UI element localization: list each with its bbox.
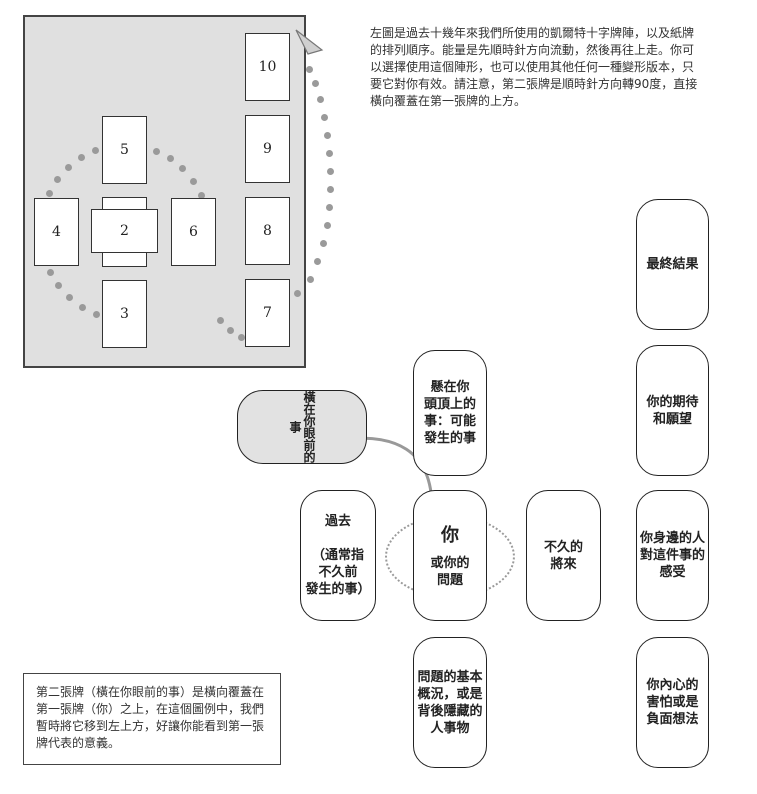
mini-card-6: 6 (171, 198, 216, 266)
flow-dot (323, 131, 331, 139)
card-below-line: 背後隱藏的 (417, 703, 483, 719)
celtic-cross-diagram: 4 5 2 6 3 10 9 8 7 (23, 15, 334, 368)
card-past-line: （通常指 (311, 548, 364, 563)
card-environment-line: 感受 (659, 565, 686, 580)
card-near-future: 不久的 將來 (526, 490, 601, 621)
flow-dot (237, 333, 245, 341)
mini-card-10: 10 (245, 33, 290, 101)
flow-dot (319, 239, 327, 247)
card-above: 懸在你 頭頂上的 事：可能 發生的事 (413, 350, 487, 476)
mini-card-9: 9 (245, 115, 290, 183)
flow-dot (46, 268, 54, 276)
card-you-line: 或你的 (430, 555, 470, 571)
mini-card-5: 5 (102, 116, 147, 184)
flow-dot (54, 175, 62, 183)
card-you: 你 或你的 問題 (413, 490, 487, 621)
flow-dot (66, 294, 74, 302)
flow-dot (305, 65, 313, 73)
flow-dot (293, 289, 301, 297)
card-near-future-line: 將來 (550, 556, 577, 572)
mini-card-7: 7 (245, 279, 290, 347)
flow-dot (91, 146, 99, 154)
card-below-line: 問題的基本 (417, 669, 483, 685)
flow-dot (197, 191, 205, 199)
card-past: 過去 （通常指 不久前 發生的事） (300, 490, 376, 621)
mini-card-3: 3 (102, 280, 147, 348)
card-hopes-line: 和願望 (652, 411, 692, 427)
flow-dot (325, 203, 333, 211)
card-fears-line: 你內心的 (646, 678, 699, 693)
card-environment-line: 你身邊的人 (639, 531, 705, 546)
card-near-future-line: 不久的 (543, 539, 583, 555)
flow-dot (323, 221, 331, 229)
flow-dot (153, 147, 161, 155)
card-past-line: 不久前 (318, 565, 358, 580)
flow-dot (78, 303, 86, 311)
flow-dot (55, 282, 63, 290)
card-past-line: 過去 (324, 514, 351, 529)
flow-dot (316, 95, 324, 103)
mini-card-8: 8 (245, 197, 290, 265)
card-fears: 你內心的 害怕或是 負面想法 (636, 637, 709, 768)
flow-dot (313, 257, 321, 265)
flow-dot (179, 165, 187, 173)
flow-dot (311, 79, 319, 87)
flow-dot (216, 316, 224, 324)
intro-paragraph: 左圖是過去十幾年來我們所使用的凱爾特十字牌陣，以及紙牌的排列順序。能量是先順時針… (370, 26, 698, 108)
flow-dot (77, 153, 85, 161)
mini-card-4: 4 (34, 198, 79, 266)
card-above-line: 懸在你 (430, 380, 470, 395)
card-above-line: 發生的事 (423, 431, 476, 446)
flow-dot (326, 185, 334, 193)
mini-card-2: 2 (91, 209, 158, 253)
arrow-head-icon (295, 29, 324, 55)
flow-dot (325, 149, 333, 157)
flow-dot (320, 113, 328, 121)
flow-dot (226, 326, 234, 334)
card-environment: 你身邊的人 對這件事的 感受 (636, 490, 709, 621)
card-above-line: 事：可能 (423, 414, 476, 429)
card-you-line: 問題 (436, 572, 463, 588)
card-above-line: 頭頂上的 (423, 397, 476, 412)
card-hopes: 你的期待 和願望 (636, 345, 709, 476)
flow-dot (189, 177, 197, 185)
flow-dot (167, 155, 175, 163)
card-environment-line: 對這件事的 (639, 548, 705, 563)
card-below-line: 人事物 (430, 720, 470, 736)
card-you-title: 你 (441, 524, 459, 546)
flow-dot (93, 310, 101, 318)
flow-dot (306, 275, 314, 283)
flow-dot (65, 163, 73, 171)
card-below-line: 概況，或是 (417, 686, 483, 702)
card-final-outcome-label: 最終結果 (646, 257, 699, 272)
card-fears-line: 害怕或是 (646, 695, 699, 710)
flow-dot (46, 189, 54, 197)
card-crossing: 橫在你眼前的事 (237, 390, 367, 464)
card-past-line: 發生的事） (305, 582, 371, 597)
note-box: 第二張牌（橫在你眼前的事）是橫向覆蓋在第一張牌（你）之上，在這個圖例中，我們暫時… (23, 673, 281, 765)
card-crossing-label: 橫在你眼前的事 (288, 391, 316, 463)
card-hopes-line: 你的期待 (646, 394, 699, 410)
card-final-outcome: 最終結果 (636, 199, 709, 330)
card-fears-line: 負面想法 (646, 712, 699, 727)
flow-dot (326, 167, 334, 175)
card-below: 問題的基本 概況，或是 背後隱藏的 人事物 (413, 637, 487, 768)
